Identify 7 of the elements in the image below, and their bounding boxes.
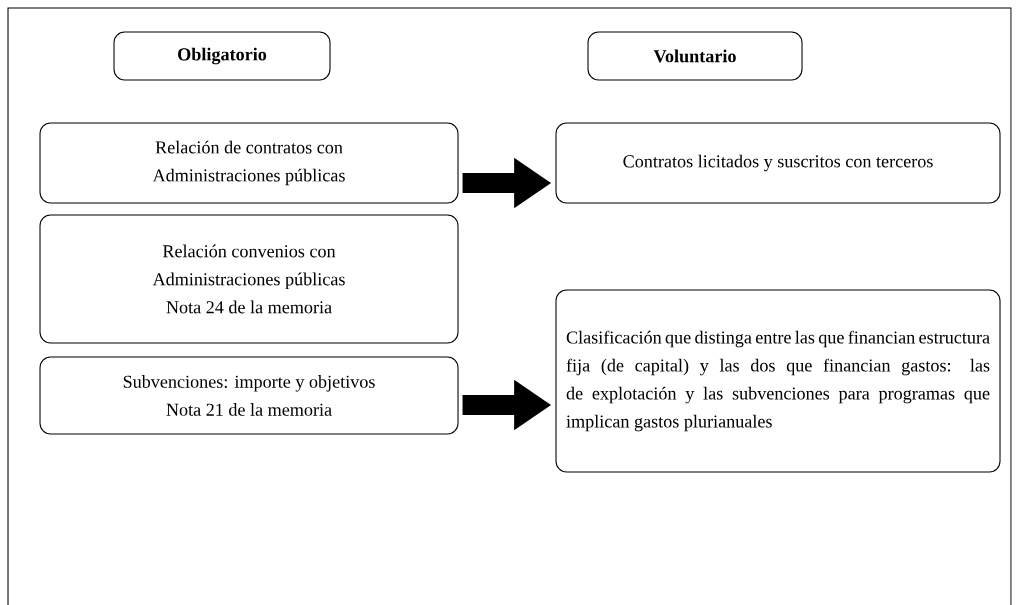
text-box: Subvenciones: importe y objetivos Nota 21 de la memoria [39, 356, 459, 435]
text-box: Relación convenios con Administraciones públicas Nota 24 de la memoria [39, 214, 459, 344]
text-box: Contratos licitados y suscritos con terceros [555, 122, 1001, 204]
text-box: Clasificación que distinga entre las que financian estructura fija (de capital) y las dos que financian gastos: las de explotación y las subvenciones para programas que implican gastos plurianuales [555, 289, 1001, 473]
heading-box: Obligatorio [113, 31, 331, 81]
text-box: Relación de contratos con Administraciones públicas [39, 122, 459, 204]
heading-box: Voluntario [587, 31, 803, 81]
